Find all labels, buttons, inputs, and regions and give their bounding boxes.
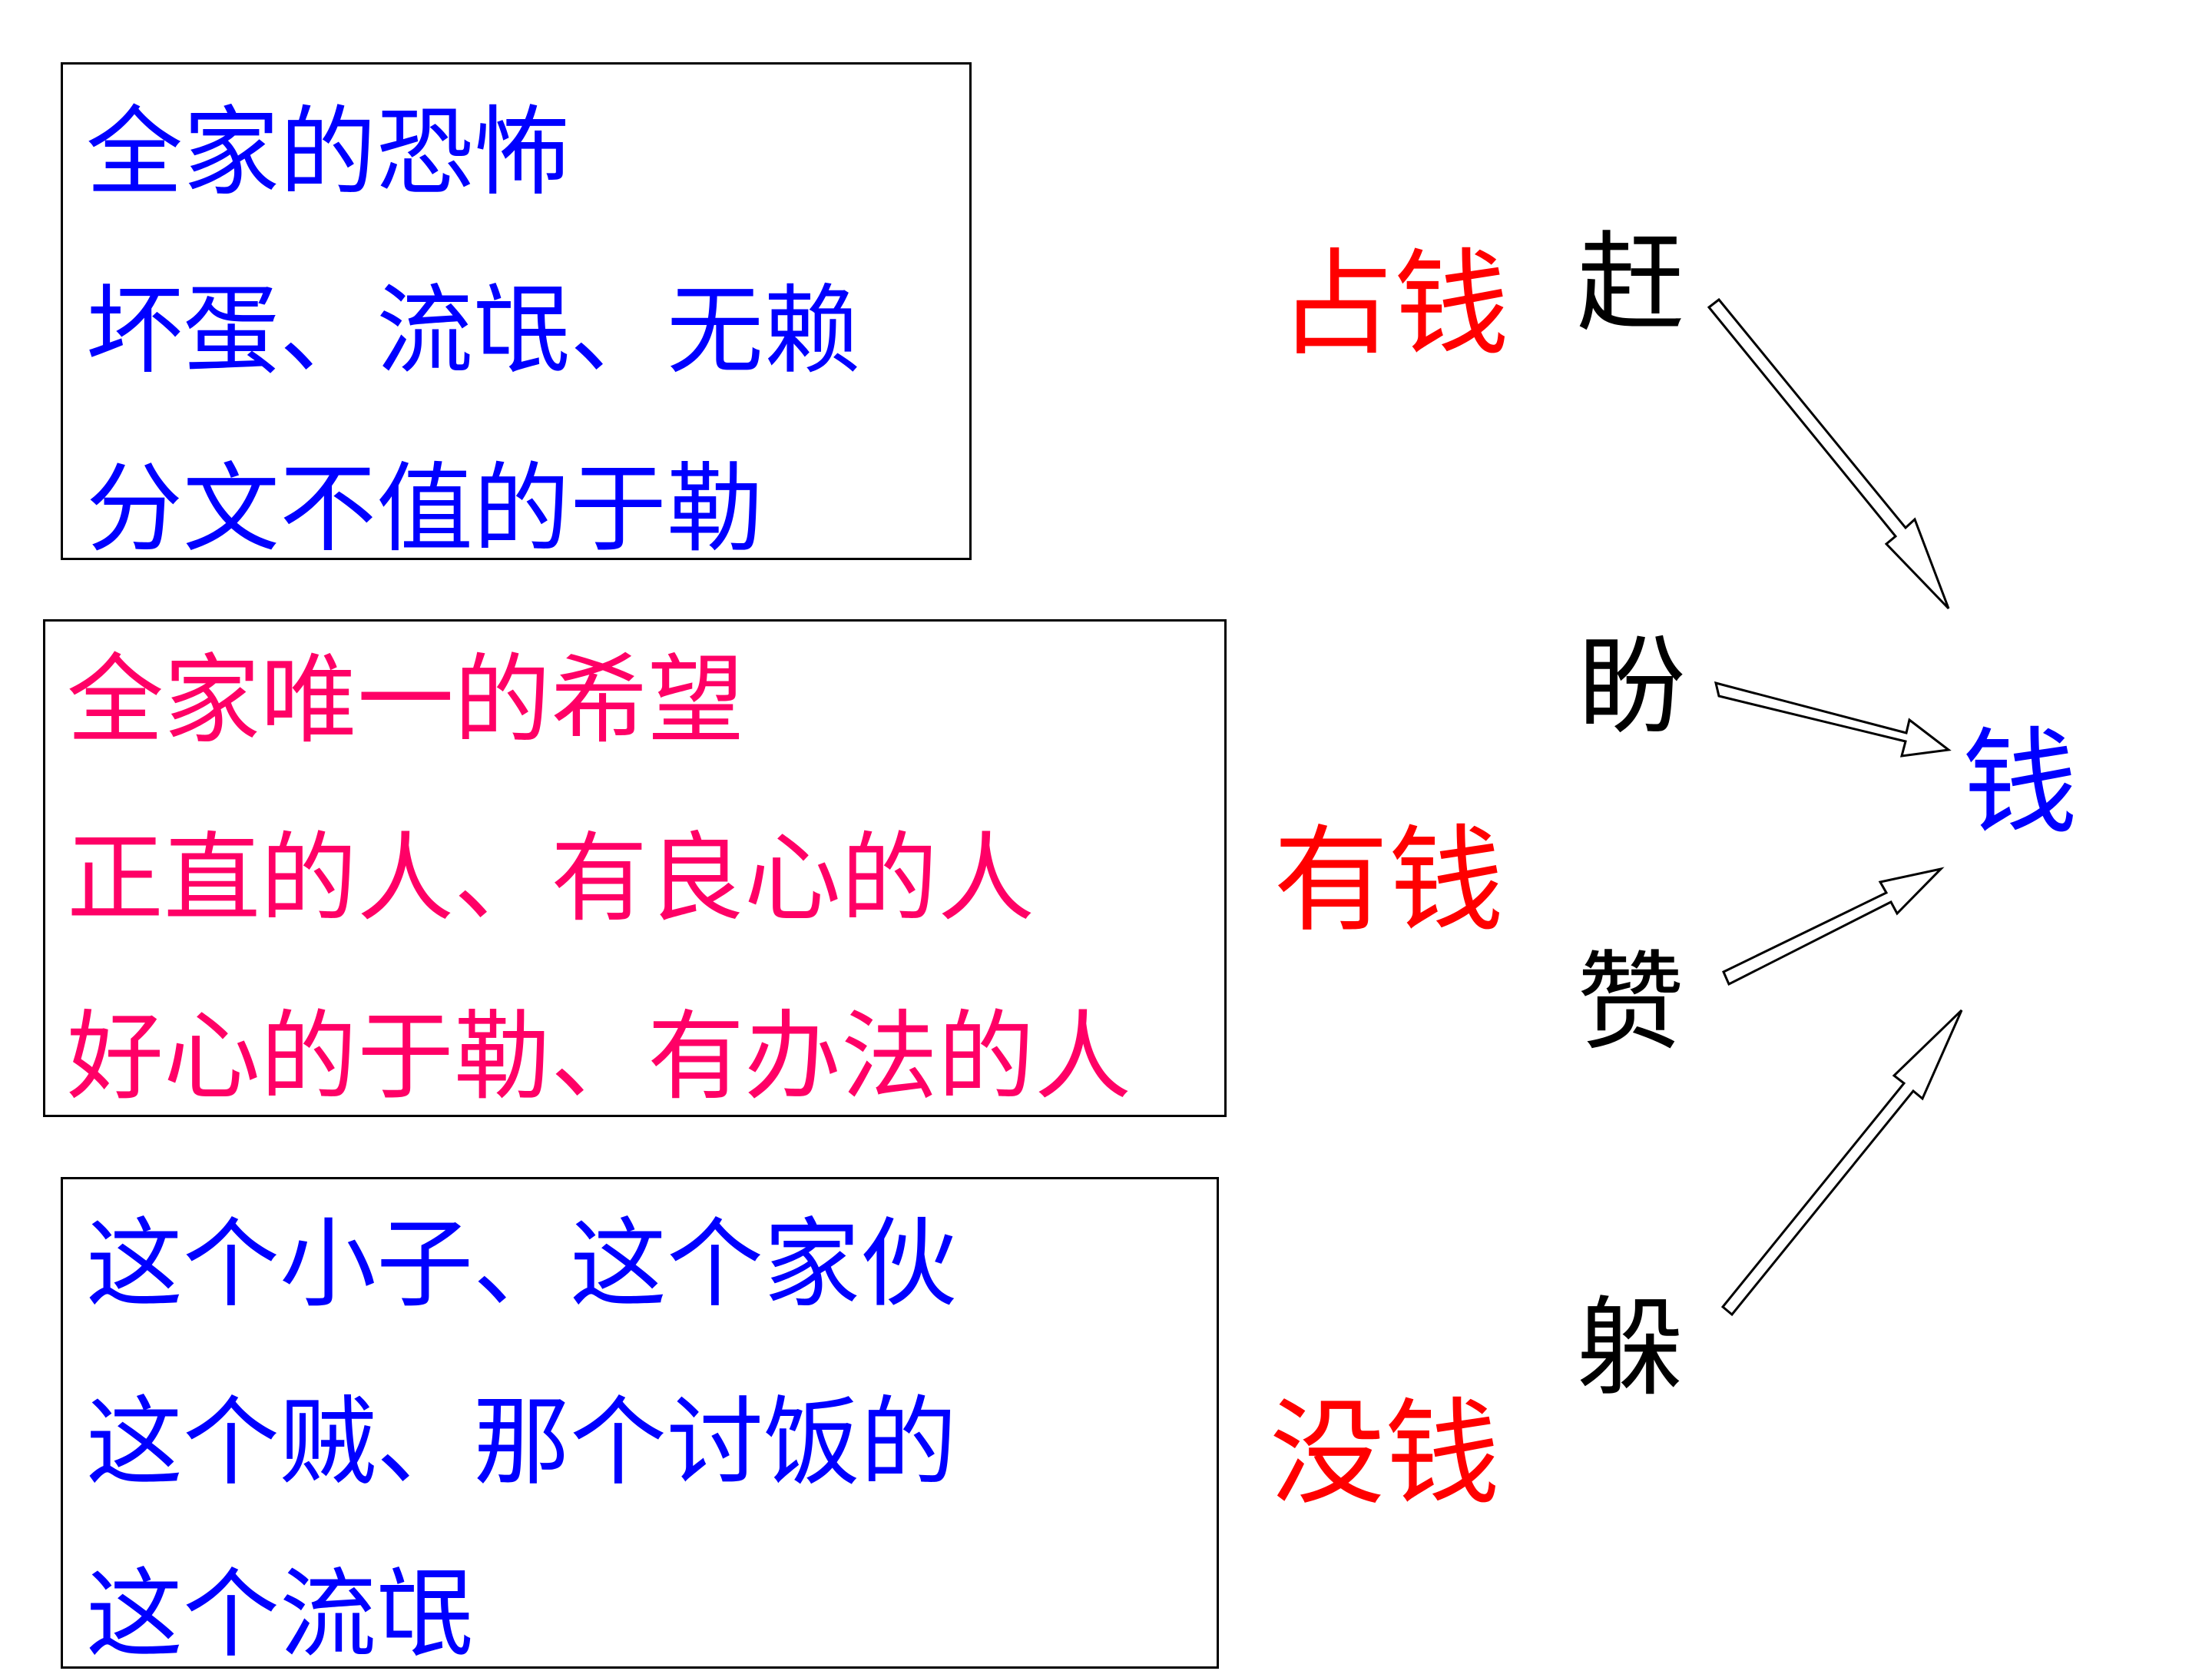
label-no-money: 没钱 (1270, 1388, 1501, 1521)
box-hope-line-2: 正直的人、有良心的人 (67, 822, 1035, 935)
arrow-hide-icon (1720, 1009, 1963, 1317)
box-poor-line-2: 这个贼、那个讨饭的 (86, 1386, 957, 1499)
box-hope-line-3: 好心的于勒、有办法的人 (67, 1000, 1131, 1113)
arrow-hope-icon (1714, 681, 1952, 758)
arrow-praise-icon (1722, 867, 1945, 986)
box-poor-line-1: 这个小子、这个家伙 (86, 1208, 957, 1321)
box-poor-line-3: 这个流氓 (86, 1558, 473, 1671)
verb-chase: 赶 (1577, 221, 1685, 346)
box-poor: 这个小子、这个家伙 这个贼、那个讨饭的 这个流氓 (61, 1177, 1219, 1669)
box-fear-line-1: 全家的恐怖 (86, 96, 570, 209)
box-hope-line-1: 全家唯一的希望 (67, 644, 744, 757)
verb-praise: 赞 (1577, 940, 1685, 1066)
label-occupy-money: 占钱 (1279, 238, 1510, 372)
verb-hope: 盼 (1578, 625, 1687, 750)
verb-hide: 躲 (1577, 1286, 1685, 1411)
center-money: 钱 (1962, 717, 2078, 850)
box-fear: 全家的恐怖 坏蛋、流氓、无赖 分文不值的于勒 (61, 62, 972, 560)
box-fear-line-2: 坏蛋、流氓、无赖 (86, 274, 860, 387)
box-hope: 全家唯一的希望 正直的人、有良心的人 好心的于勒、有办法的人 (43, 619, 1227, 1117)
label-have-money: 有钱 (1273, 814, 1505, 948)
arrow-chase-icon (1707, 297, 1950, 610)
box-fear-line-3: 分文不值的于勒 (86, 453, 763, 565)
